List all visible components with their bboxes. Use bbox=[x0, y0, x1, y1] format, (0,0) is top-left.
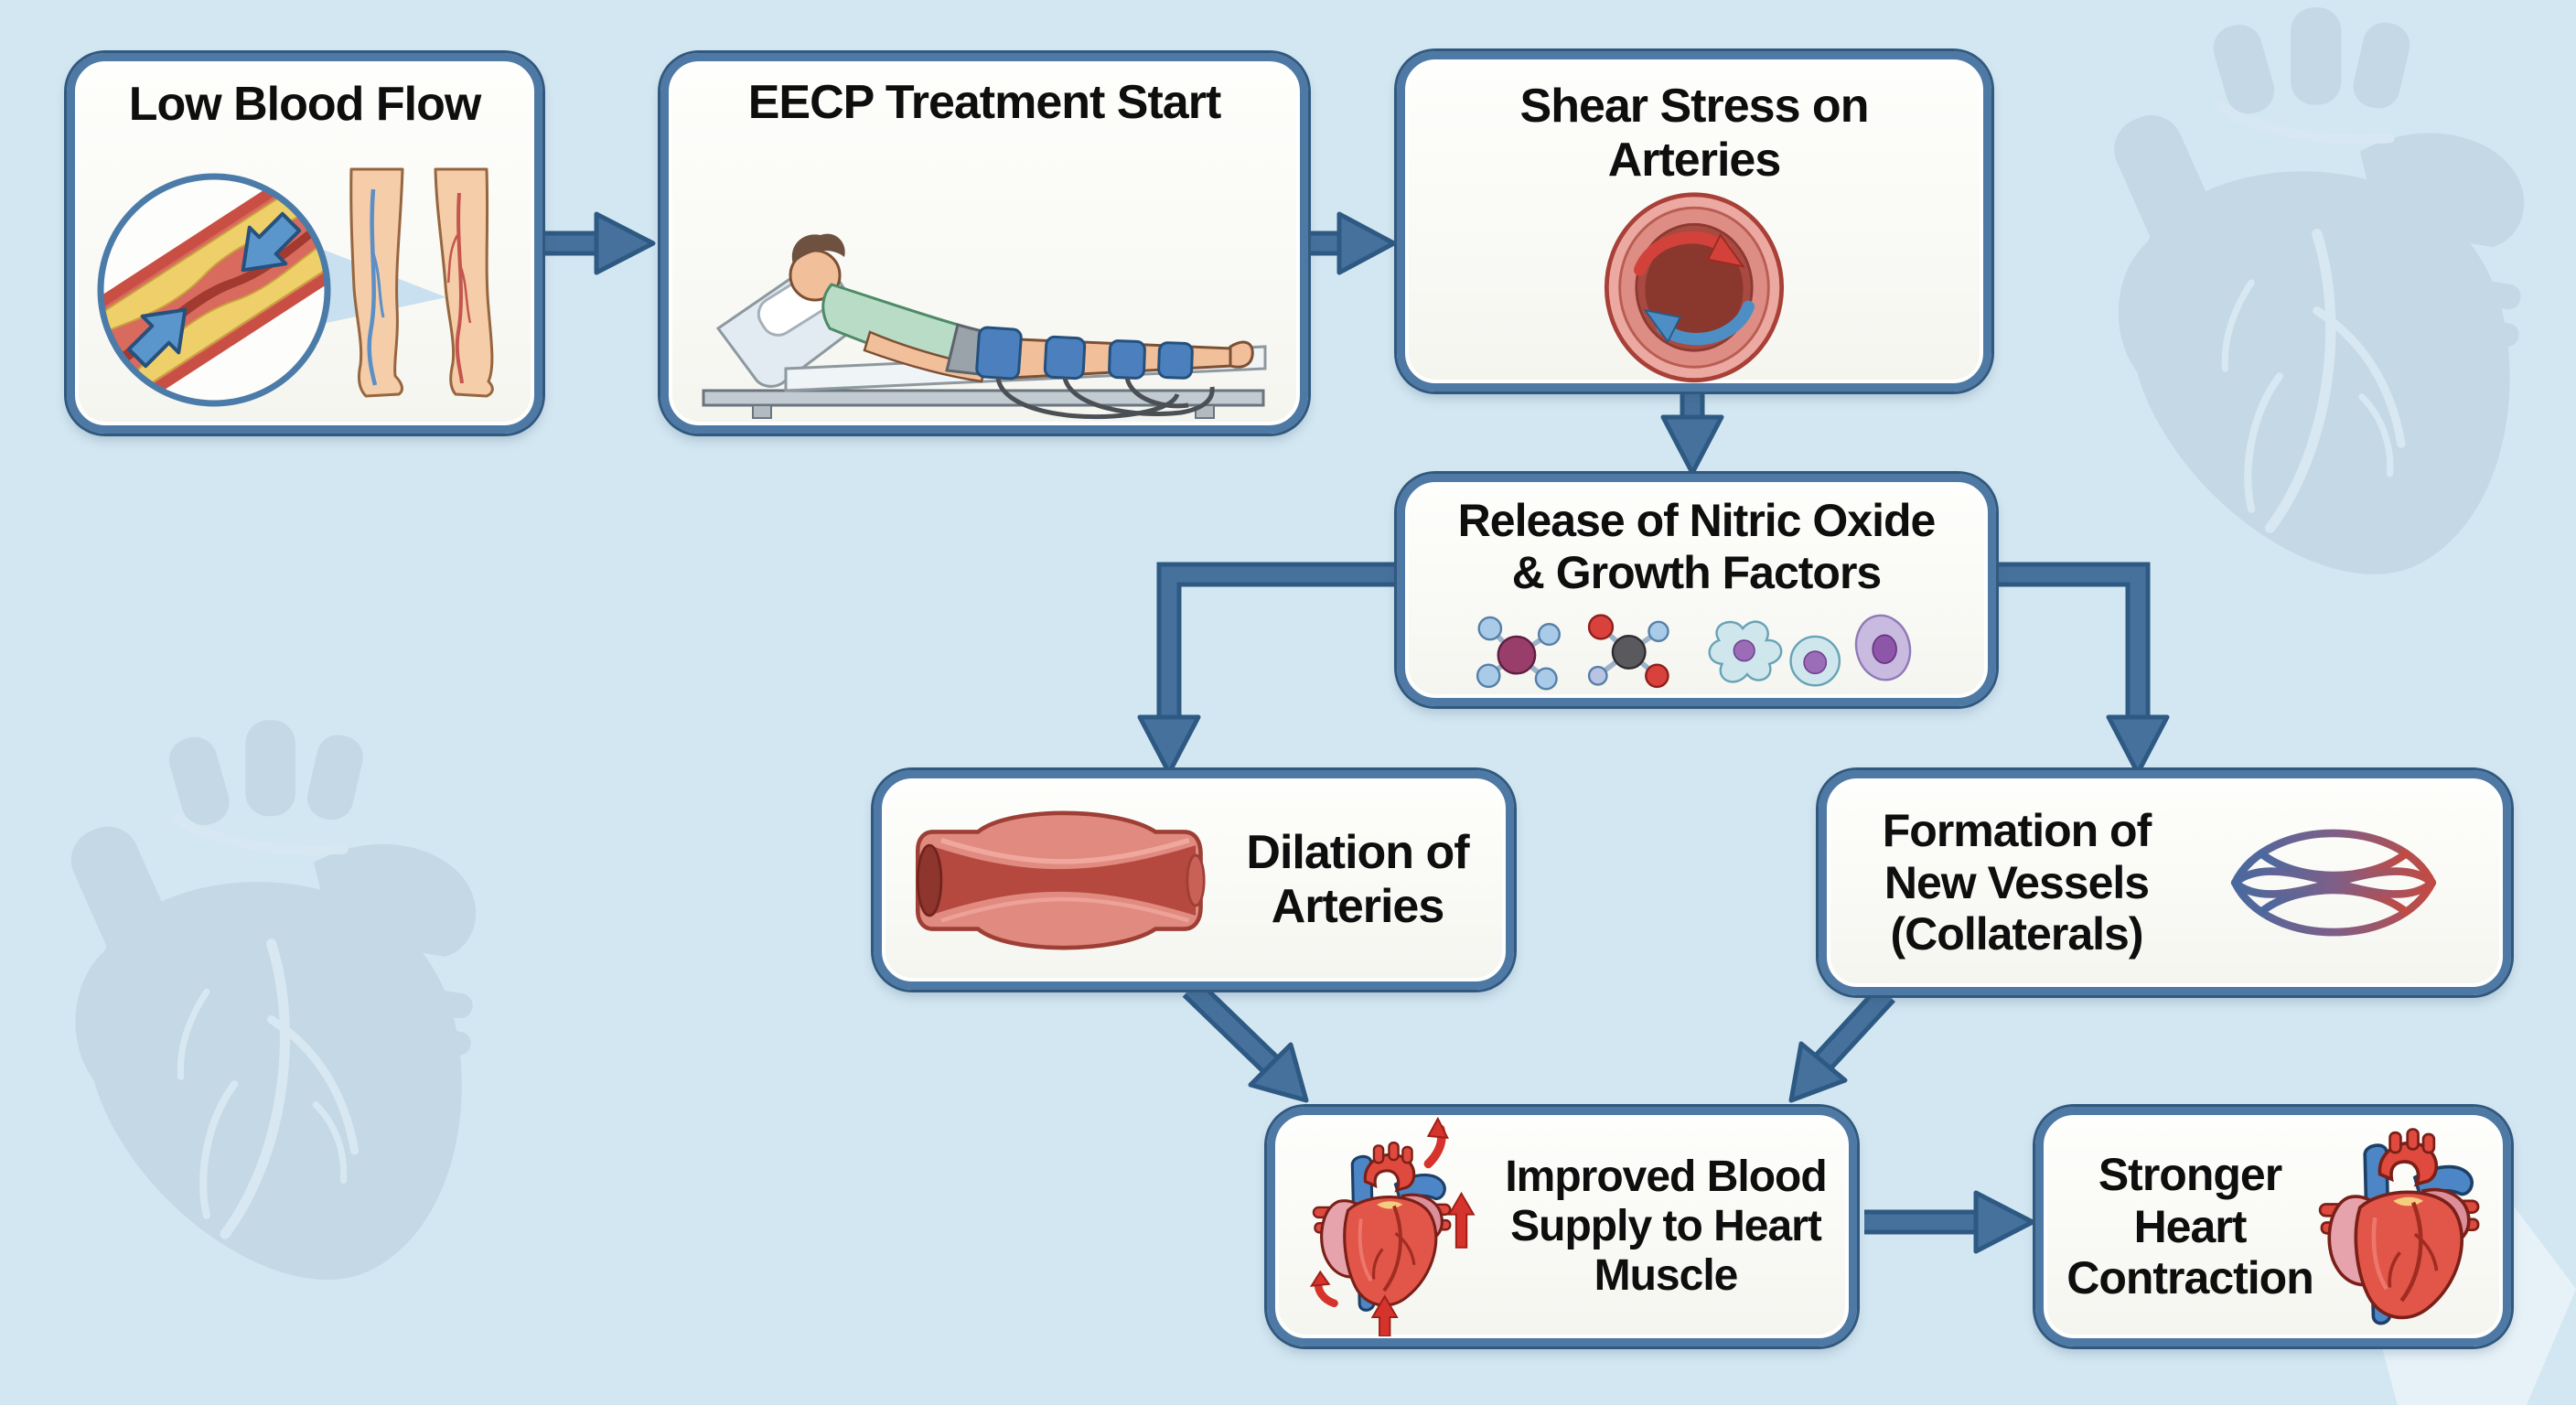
node-nitric-oxide-growth-factors: Release of Nitric Oxide & Growth Factors bbox=[1397, 474, 1996, 706]
compression-arrow-icon bbox=[241, 211, 302, 273]
node-title: Low Blood Flow bbox=[128, 78, 482, 131]
compression-arrow-icon bbox=[126, 307, 188, 369]
molecule-icon bbox=[1476, 616, 1561, 691]
arrow-eecp-to-shear bbox=[1310, 211, 1397, 275]
node-collateral-vessels: Formation of New Vessels (Collaterals) bbox=[1819, 770, 2511, 995]
arrow-collaterals-to-improved bbox=[1788, 984, 1895, 1103]
dilated-artery-icon bbox=[915, 810, 1206, 949]
cell-icon bbox=[1854, 614, 1911, 681]
node-eecp-treatment-start: EECP Treatment Start bbox=[660, 53, 1308, 434]
eecp-treatment-graphic bbox=[702, 233, 1267, 420]
node-improved-blood-supply: Improved Blood Supply to Heart Muscle bbox=[1267, 1107, 1857, 1346]
node-title: Shear Stress on Arteries bbox=[1519, 80, 1870, 187]
cell-icon bbox=[1788, 635, 1841, 687]
node-title: Release of Nitric Oxide & Growth Factors bbox=[1457, 495, 1937, 598]
node-title: EECP Treatment Start bbox=[747, 76, 1222, 129]
arrow-release-to-dilation bbox=[1137, 562, 1399, 776]
arrow-low-to-eecp bbox=[545, 211, 656, 275]
artery-cross-section-flow-icon bbox=[1604, 191, 1785, 382]
node-title: Stronger Heart Contraction bbox=[2066, 1149, 2314, 1304]
patient-on-eecp-bed-icon bbox=[702, 233, 1267, 420]
node-title: Formation of New Vessels (Collaterals) bbox=[1882, 805, 2152, 960]
node-shear-stress-arteries: Shear Stress on Arteries bbox=[1397, 51, 1991, 391]
node-dilation-arteries: Dilation of Arteries bbox=[874, 770, 1514, 990]
arrow-shear-to-release bbox=[1660, 393, 1724, 476]
node-title: Improved Blood Supply to Heart Muscle bbox=[1505, 1152, 1827, 1301]
cell-icon bbox=[1708, 620, 1782, 683]
node-low-blood-flow: Low Blood Flow bbox=[67, 53, 542, 434]
compression-cuffs-icon bbox=[975, 326, 1194, 381]
arrow-improved-to-stronger bbox=[1864, 1190, 2035, 1254]
collateral-network-icon bbox=[2186, 829, 2481, 937]
arrow-dilation-to-improved bbox=[1182, 979, 1309, 1103]
arrow-release-to-collaterals bbox=[1991, 562, 2170, 776]
node-stronger-heart-contraction: Stronger Heart Contraction bbox=[2035, 1107, 2511, 1346]
heart-with-outward-arrows-icon bbox=[1309, 1117, 1476, 1336]
molecules-cells-graphic bbox=[1476, 614, 1911, 691]
outward-arrow-icon bbox=[1309, 1117, 1476, 1336]
molecule-icon bbox=[1587, 614, 1669, 689]
air-tubes-icon bbox=[995, 377, 1215, 420]
legs-veins-icon bbox=[349, 167, 494, 398]
low-blood-flow-graphic bbox=[97, 167, 494, 407]
node-title: Dilation of Arteries bbox=[1246, 826, 1469, 933]
heart-icon bbox=[2314, 1122, 2486, 1331]
